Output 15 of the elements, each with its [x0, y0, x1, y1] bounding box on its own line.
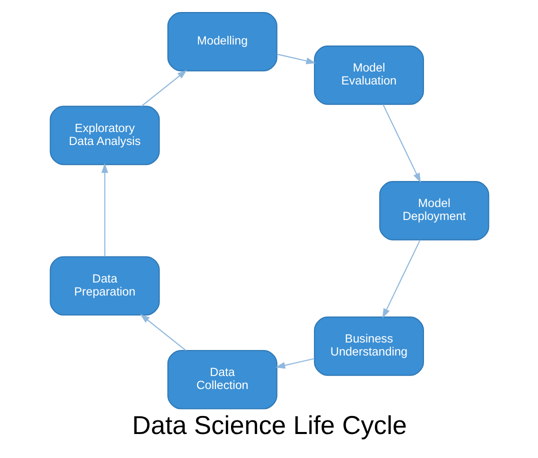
node-box: Data Collection	[166, 350, 277, 410]
node-box: Modelling	[166, 12, 277, 72]
node-box: Business Understanding	[313, 316, 424, 376]
node-box: Exploratory Data Analysis	[49, 106, 160, 166]
arrow	[274, 358, 314, 369]
node-box: Model Evaluation	[313, 46, 424, 105]
arrow	[140, 70, 187, 107]
arrow	[140, 314, 186, 351]
arrow	[100, 163, 108, 256]
node-box: Model Deployment	[378, 181, 489, 240]
arrow	[382, 104, 420, 183]
arrow	[276, 54, 316, 64]
arrow	[382, 240, 420, 318]
node-box: Data Preparation	[49, 256, 160, 316]
diagram-title: Data Science Life Cycle	[132, 412, 406, 440]
